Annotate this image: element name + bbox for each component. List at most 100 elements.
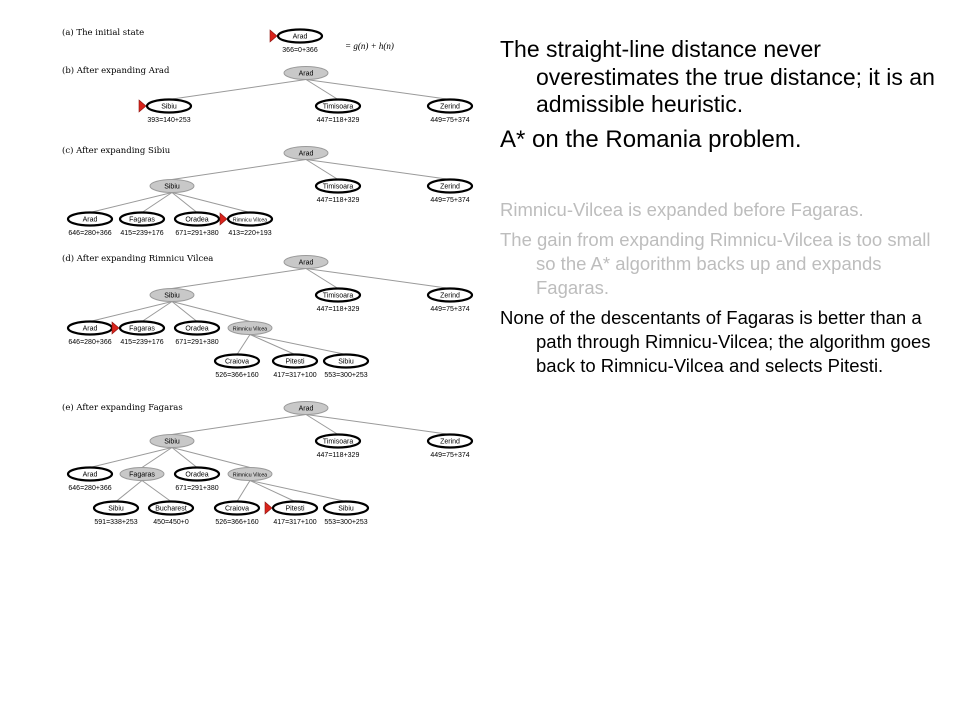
tree-node — [173, 320, 221, 336]
tree-edge — [141, 192, 173, 213]
node-f-value: 447=118+329 — [317, 117, 360, 124]
node-name-label: Sibiu — [164, 439, 180, 446]
node-name-label: Fagaras — [129, 217, 155, 224]
slide-heading: A* on the Romania problem. — [500, 125, 802, 153]
node-f-value: 449=75+374 — [430, 117, 469, 124]
tree-edge — [249, 334, 347, 355]
node-f-value: 447=118+329 — [317, 197, 360, 204]
tree-node — [149, 434, 195, 448]
selection-marker-icon — [111, 321, 120, 335]
tree-edge — [171, 192, 198, 213]
node-f-value: 415=239+176 — [120, 339, 163, 346]
tree-edge — [171, 192, 251, 213]
edges-layer — [89, 79, 451, 502]
tree-node — [213, 500, 261, 516]
tree-edge — [305, 268, 451, 289]
node-name-label: Sibiu — [338, 506, 354, 513]
tree-node — [271, 500, 319, 516]
tree-node — [426, 98, 474, 114]
tree-edge — [305, 79, 451, 100]
search-tree-diagram: = g(n) + h(n)Arad366=0+366AradSibiu393=1… — [62, 27, 474, 526]
tree-node — [283, 401, 329, 415]
panel-label: (d) After expanding Rimnicu Vilcea — [62, 253, 213, 264]
node-name-label: Rimnicu Vilcea — [233, 327, 267, 333]
tree-node — [66, 211, 114, 227]
node-f-value: 417=317+100 — [273, 372, 316, 379]
tree-node — [147, 500, 195, 516]
tree-node — [145, 98, 193, 114]
node-f-value: 646=280+366 — [68, 339, 111, 346]
selection-marker-icon — [219, 212, 228, 226]
node-name-label: Craiova — [225, 506, 249, 513]
node-f-value: 671=291+380 — [175, 230, 218, 237]
node-name-label: Zerind — [440, 104, 460, 111]
node-name-label: Timisoara — [323, 104, 354, 111]
tree-edge — [305, 159, 451, 180]
panel-label: (c) After expanding Sibiu — [62, 145, 171, 156]
node-f-value: 671=291+380 — [175, 485, 218, 492]
tree-edge — [171, 301, 198, 322]
tree-node — [276, 28, 324, 44]
node-f-value: 553=300+253 — [324, 519, 367, 526]
tree-edge — [171, 159, 307, 180]
node-name-label: Fagaras — [129, 326, 155, 333]
tree-node — [314, 287, 362, 303]
node-name-label: Arad — [299, 71, 314, 78]
tree-node — [283, 255, 329, 269]
node-name-label: Arad — [83, 472, 98, 479]
selection-marker-icon — [138, 99, 147, 113]
tree-node — [118, 320, 166, 336]
node-name-label: Oradea — [185, 217, 208, 224]
panel-label: (a) The initial state — [62, 27, 144, 38]
tree-edge — [305, 79, 339, 100]
node-name-label: Sibiu — [164, 293, 180, 300]
tree-edge — [141, 447, 173, 468]
tree-edge — [171, 268, 307, 289]
node-name-label: Arad — [299, 151, 314, 158]
node-f-value: 447=118+329 — [317, 452, 360, 459]
node-f-value: 450=450+0 — [153, 519, 189, 526]
node-name-label: Timisoara — [323, 184, 354, 191]
node-name-label: Fagaras — [129, 472, 155, 479]
tree-edge — [171, 301, 251, 322]
node-name-label: Timisoara — [323, 293, 354, 300]
tree-node — [426, 287, 474, 303]
node-name-label: Bucharest — [155, 506, 187, 513]
node-name-label: Arad — [83, 217, 98, 224]
slide-text: The straight-line distance never overest… — [500, 36, 950, 378]
tree-node — [173, 211, 221, 227]
tree-node — [213, 353, 261, 369]
node-f-value: 553=300+253 — [324, 372, 367, 379]
f-formula-label: = g(n) + h(n) — [345, 41, 394, 51]
tree-node — [314, 178, 362, 194]
node-f-value: 591=338+253 — [94, 519, 137, 526]
node-name-label: Arad — [83, 326, 98, 333]
tree-edge — [141, 480, 172, 502]
node-f-value: 526=366+160 — [215, 519, 258, 526]
tree-edge — [171, 447, 198, 468]
node-f-value: 417=317+100 — [273, 519, 316, 526]
tree-edge — [89, 192, 173, 213]
node-name-label: Sibiu — [164, 184, 180, 191]
tree-edge — [249, 480, 296, 502]
tree-edge — [305, 414, 339, 435]
panel-label: (b) After expanding Arad — [62, 65, 170, 76]
tree-node — [149, 179, 195, 193]
node-f-value: 449=75+374 — [430, 197, 469, 204]
tree-edge — [168, 79, 307, 100]
tree-node — [426, 433, 474, 449]
tree-edge — [305, 159, 339, 180]
node-name-label: Rimnicu Vilcea — [233, 218, 267, 224]
tree-node — [226, 211, 274, 227]
node-name-label: Sibiu — [338, 359, 354, 366]
selection-marker-icon — [264, 501, 273, 515]
tree-edge — [249, 334, 296, 355]
node-name-label: Zerind — [440, 184, 460, 191]
node-f-value: 415=239+176 — [120, 230, 163, 237]
tree-node — [271, 353, 319, 369]
tree-edge — [236, 334, 251, 355]
tree-node — [322, 353, 370, 369]
node-name-label: Pitesti — [285, 359, 305, 366]
node-name-label: Arad — [293, 34, 308, 41]
tree-node — [118, 211, 166, 227]
